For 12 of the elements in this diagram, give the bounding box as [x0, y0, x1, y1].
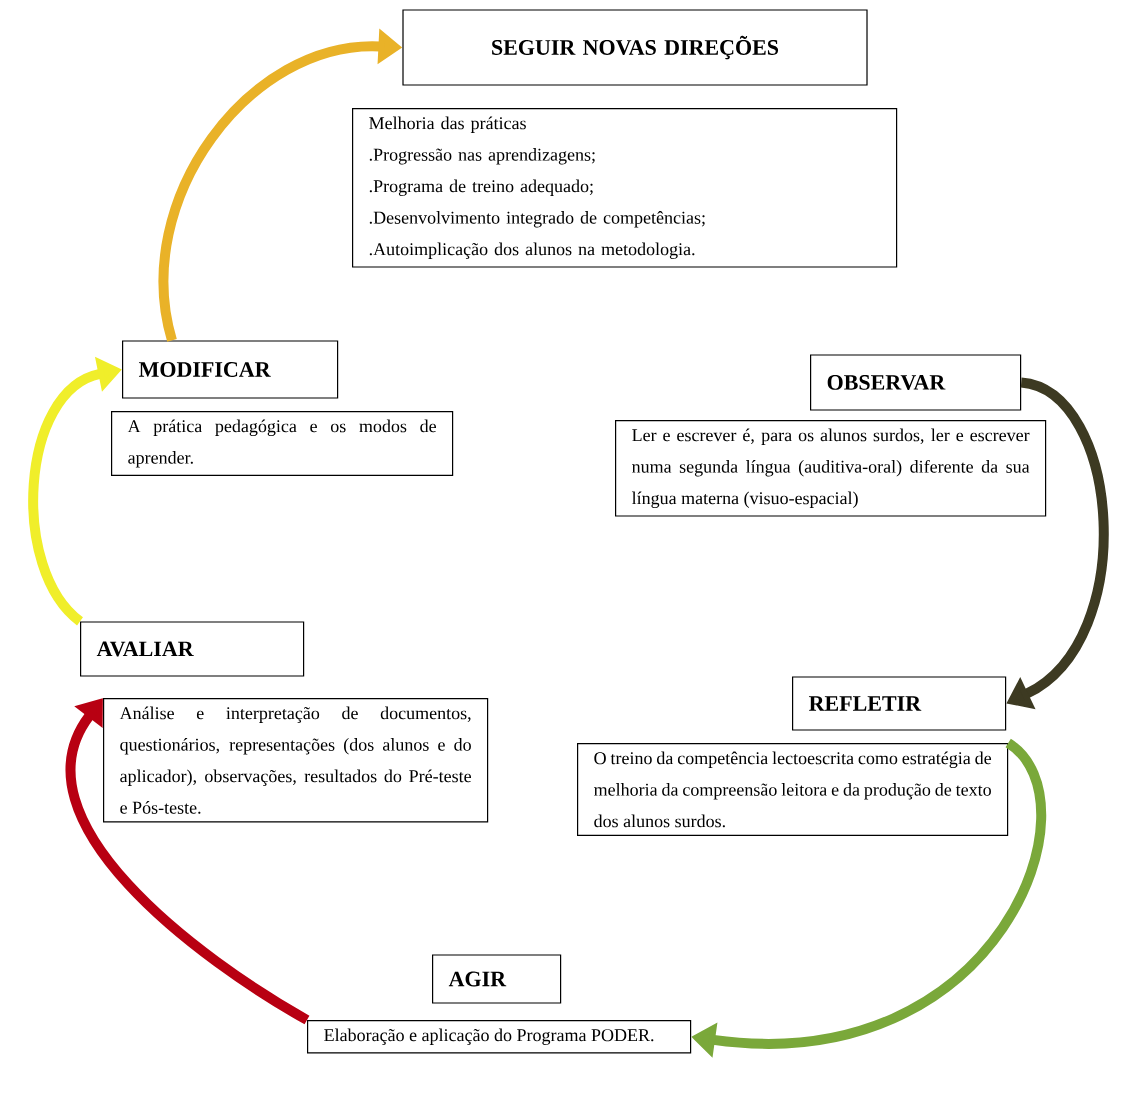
stage-box: AVALIAR	[80, 621, 305, 677]
text-box: A prática pedagógica e os modos de aprender.	[111, 411, 454, 477]
text-box: Análise e interpretação de documentos, questionários, representações (dos alunos e do aplicador), observações, resultados do Pré-teste e Pós-teste.	[103, 698, 489, 823]
text-box: Melhoria das práticas .Progressão nas aprendizagens; .Programa de treino adequado; .Desenvolvimento integrado de competências; .Autoimplicação dos alunos na metodologia.	[352, 108, 898, 268]
text-box: Elaboração e aplicação do Programa PODER.	[307, 1020, 692, 1054]
text-box: O treino da competência lectoescrita como estratégia de melhoria da compreensão leitora e da produção de texto dos alunos surdos.	[577, 743, 1009, 836]
stage-box: AGIR	[432, 954, 562, 1004]
stage-box: MODIFICAR	[122, 340, 339, 399]
stage-box: OBSERVAR	[810, 354, 1022, 411]
text-box: Ler e escrever é, para os alunos surdos, ler e escrever numa segunda língua (auditiva-oral) diferente da sua língua materna (visuo-espacial)	[615, 420, 1047, 517]
stage-box: REFLETIR	[792, 676, 1007, 731]
title-box: SEGUIR NOVAS DIREÇÕES	[402, 9, 868, 86]
